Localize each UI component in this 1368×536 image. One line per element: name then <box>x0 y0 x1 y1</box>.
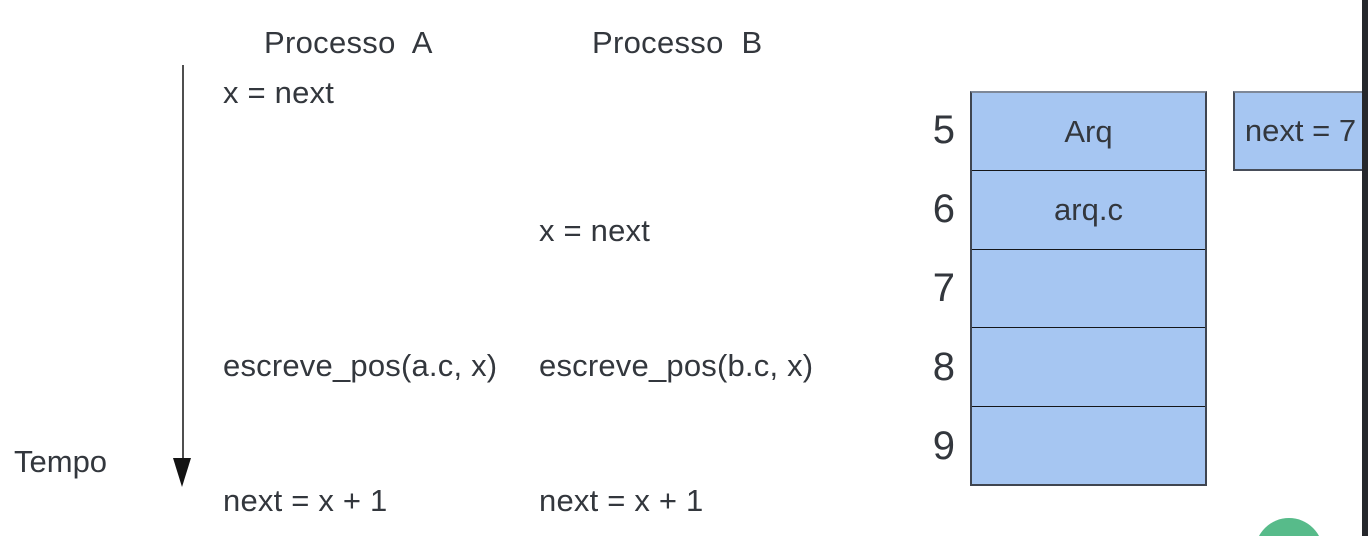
process-b-step-3: next = x + 1 <box>539 483 704 518</box>
process-a-step-2: escreve_pos(a.c, x) <box>223 348 498 383</box>
next-variable-box: next = 7 <box>1233 91 1368 171</box>
green-circle-decoration <box>1255 518 1323 536</box>
position-index-8: 8 <box>932 345 955 389</box>
position-index-9: 9 <box>932 424 955 468</box>
window-edge-bar <box>1362 0 1368 536</box>
file-block-row-8 <box>972 327 1205 406</box>
process-a-title: Processo A <box>264 25 433 60</box>
arrow-down-icon <box>173 458 191 487</box>
file-block-row-7 <box>972 248 1205 328</box>
file-blocks-column: Arq arq.c <box>970 91 1207 486</box>
time-axis-label: Tempo <box>14 444 108 479</box>
process-b-steps: x = next escreve_pos(b.c, x) next = x + … <box>539 118 813 536</box>
file-position-indices: 5 6 7 8 9 <box>893 91 955 486</box>
position-index-6: 6 <box>932 187 955 231</box>
file-block-row-5: Arq <box>972 93 1205 171</box>
process-a-steps-2: escreve_pos(a.c, x) next = x + 1 <box>223 253 497 536</box>
process-b-step-1: x = next <box>539 213 651 248</box>
file-block-row-6: arq.c <box>972 170 1205 249</box>
time-axis-line <box>182 65 184 463</box>
position-index-5: 5 <box>932 108 955 152</box>
process-b-title: Processo B <box>592 25 763 60</box>
position-index-7: 7 <box>932 266 955 310</box>
next-variable-value: next = 7 <box>1244 113 1357 148</box>
process-a-step-1: x = next <box>223 75 335 110</box>
process-b-step-2: escreve_pos(b.c, x) <box>539 348 814 383</box>
file-block-row-9 <box>972 405 1205 485</box>
process-a-step-3: next = x + 1 <box>223 483 388 518</box>
